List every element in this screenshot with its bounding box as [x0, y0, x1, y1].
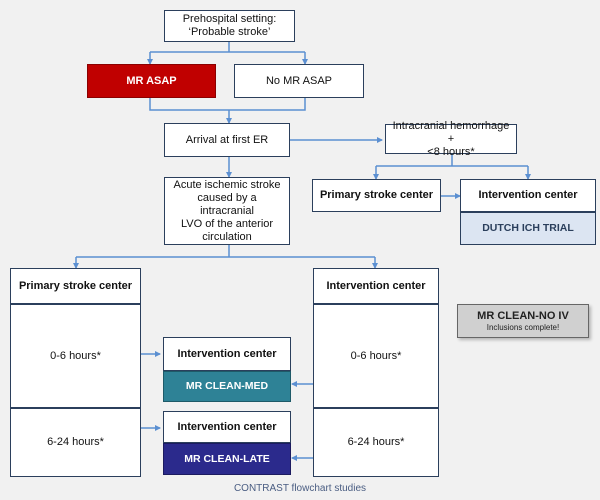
no-mr-asap-box: No MR ASAP	[234, 64, 364, 98]
mr-clean-no-iv-subtitle: Inclusions complete!	[486, 322, 560, 332]
ic-mid-2-box: Intervention center	[163, 411, 291, 443]
ich-box: Intracranial hemorrhage + <8 hours*	[385, 120, 517, 158]
diagram-caption: CONTRAST flowchart studies	[233, 483, 367, 494]
psc-left-header: Primary stroke center	[10, 268, 141, 304]
ic-top-box: Intervention center	[460, 179, 596, 212]
dutch-ich-trial-box: DUTCH ICH TRIAL	[460, 212, 596, 245]
mr-clean-no-iv-box: MR CLEAN-NO IV Inclusions complete!	[457, 304, 589, 338]
psc-top-box: Primary stroke center	[312, 179, 441, 212]
ic-right-header: Intervention center	[313, 268, 439, 304]
connector-ich-split	[376, 154, 528, 179]
ic-right-0-6-cell: 0-6 hours*	[313, 304, 439, 408]
connector-stroke-split	[76, 245, 375, 268]
acute-stroke-box: Acute ischemic stroke caused by a intrac…	[164, 177, 290, 245]
mr-clean-late-box: MR CLEAN-LATE	[163, 443, 291, 475]
arrival-box: Arrival at first ER	[164, 123, 290, 157]
mr-clean-no-iv-title: MR CLEAN-NO IV	[477, 309, 569, 322]
psc-left-6-24-cell: 6-24 hours*	[10, 408, 141, 477]
mr-clean-med-box: MR CLEAN-MED	[163, 371, 291, 402]
psc-left-0-6-cell: 0-6 hours*	[10, 304, 141, 408]
prehospital-box: Prehospital setting: ‘Probable stroke’	[164, 10, 295, 42]
connector-merge-arrival	[149, 98, 306, 123]
ic-mid-1-box: Intervention center	[163, 337, 291, 371]
ic-right-6-24-cell: 6-24 hours*	[313, 408, 439, 477]
mr-asap-box: MR ASAP	[87, 64, 216, 98]
connector-prehospital-split	[150, 42, 305, 64]
